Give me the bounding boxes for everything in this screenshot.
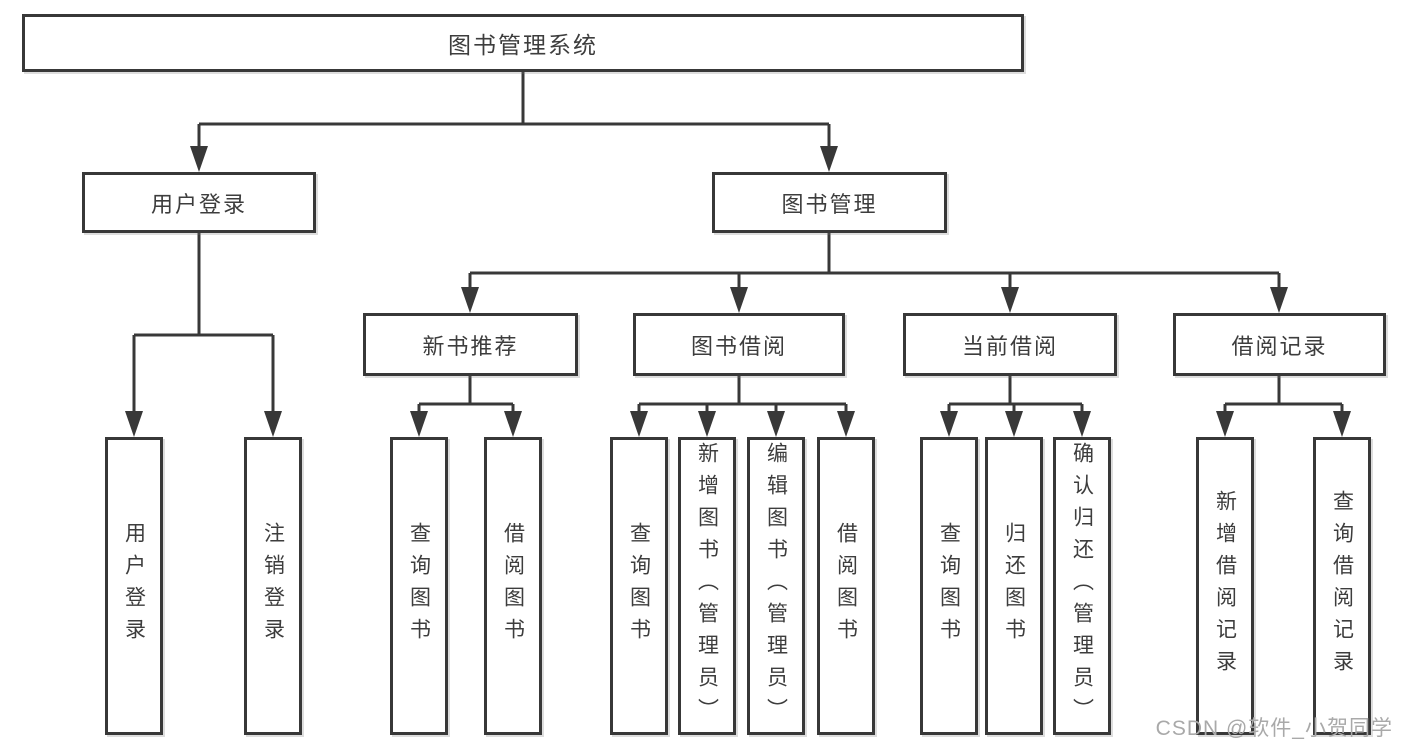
tree-edges [132, 71, 1344, 414]
leaf-label: 查询图书 [937, 522, 961, 650]
leaf-query-borrow-record: 查询借阅记录 [1313, 437, 1371, 735]
leaf-add-books-admin: 新增图书（管理员） [678, 437, 736, 735]
node-system-root: 图书管理系统 [22, 14, 1024, 72]
leaf-label: 借阅图书 [834, 522, 858, 650]
leaf-query-books-borrow: 查询图书 [610, 437, 668, 735]
leaf-borrow-books: 借阅图书 [817, 437, 875, 735]
node-new-book-recommend: 新书推荐 [363, 313, 578, 376]
leaf-label: 用户登录 [122, 522, 146, 650]
leaf-borrow-books-recommend: 借阅图书 [484, 437, 542, 735]
csdn-watermark: CSDN @软件_小贺同学 [1155, 717, 1393, 740]
node-book-management: 图书管理 [712, 172, 947, 233]
arrowheads [125, 146, 1351, 437]
leaf-label: 借阅图书 [501, 522, 525, 650]
leaf-label: 查询图书 [627, 522, 651, 650]
leaf-query-books-current: 查询图书 [920, 437, 978, 735]
leaf-label: 注销登录 [261, 522, 285, 650]
node-current-borrow: 当前借阅 [903, 313, 1117, 376]
leaf-label: 归还图书 [1002, 522, 1026, 650]
leaf-label: 新增借阅记录 [1213, 490, 1237, 682]
leaf-logout: 注销登录 [244, 437, 302, 735]
leaf-query-books-recommend: 查询图书 [390, 437, 448, 735]
leaf-label: 查询图书 [407, 522, 431, 650]
leaf-add-borrow-record: 新增借阅记录 [1196, 437, 1254, 735]
leaf-user-login: 用户登录 [105, 437, 163, 735]
leaf-label: 编辑图书（管理员） [764, 442, 788, 730]
node-book-borrow: 图书借阅 [633, 313, 845, 376]
leaf-label: 查询借阅记录 [1330, 490, 1354, 682]
leaf-return-books: 归还图书 [985, 437, 1043, 735]
leaf-confirm-return-admin: 确认归还（管理员） [1053, 437, 1111, 735]
node-user-login: 用户登录 [82, 172, 316, 233]
leaf-edit-books-admin: 编辑图书（管理员） [747, 437, 805, 735]
node-borrow-records: 借阅记录 [1173, 313, 1386, 376]
leaf-label: 确认归还（管理员） [1070, 442, 1094, 730]
leaf-label: 新增图书（管理员） [695, 442, 719, 730]
